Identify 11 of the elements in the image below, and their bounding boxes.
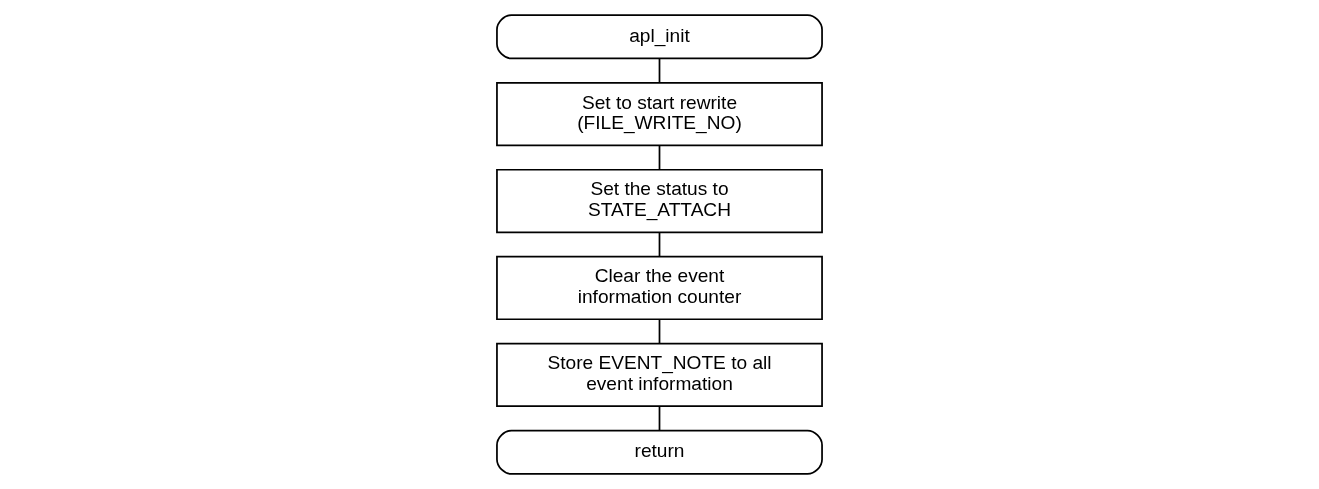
connector xyxy=(658,405,661,432)
node-box: return xyxy=(496,429,823,475)
node-box: Store EVENT_NOTE to all event information xyxy=(496,342,823,408)
connector xyxy=(658,57,661,84)
connector xyxy=(658,231,661,258)
node-box: Set the status to STATE_ATTACH xyxy=(496,168,823,234)
connector xyxy=(658,144,661,171)
node-box: Clear the event information counter xyxy=(496,255,823,321)
node-box: apl_init xyxy=(496,14,823,60)
node-box: Set to start rewrite (FILE_WRITE_NO) xyxy=(496,81,823,147)
connector xyxy=(658,318,661,345)
